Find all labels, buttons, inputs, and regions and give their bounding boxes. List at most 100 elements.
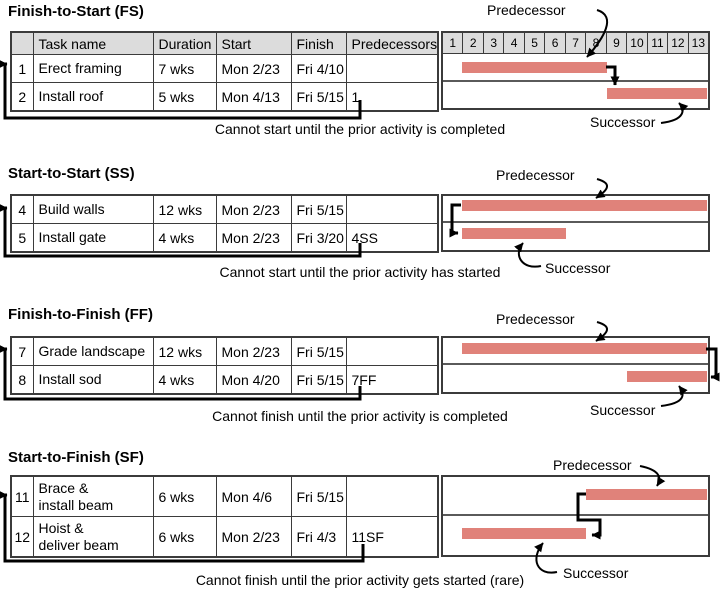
gantt-row	[443, 223, 708, 250]
task-cell: Install roof	[32, 82, 154, 112]
gantt-row	[443, 338, 708, 365]
start-cell: Mon 2/23	[215, 516, 292, 558]
table-row: 8 Install sod 4 wks Mon 4/20 Fri 5/15 7F…	[10, 365, 439, 395]
section-caption-ff: Cannot finish until the prior activity i…	[212, 408, 508, 424]
predecessor-label: Predecessor	[496, 311, 575, 327]
ff-gantt-area	[441, 336, 710, 394]
gantt-row	[443, 477, 708, 516]
predecessor-bar	[462, 200, 707, 211]
sf-gantt-area	[441, 475, 710, 557]
col-header-duration: Duration	[152, 31, 217, 55]
task-cell: Brace & install beam	[32, 475, 154, 517]
duration-cell: 7 wks	[152, 54, 217, 83]
table-row: 2 Install roof 5 wks Mon 4/13 Fri 5/15 1	[10, 82, 439, 112]
week-header-cell: 4	[504, 33, 525, 53]
week-header-cell: 11	[647, 33, 669, 53]
table-row: 5 Install gate 4 wks Mon 2/23 Fri 3/20 4…	[10, 223, 439, 253]
task-cell: Install gate	[32, 223, 154, 253]
section-title-ff: Finish-to-Finish (FF)	[8, 306, 153, 323]
successor-bar	[462, 228, 566, 239]
predecessor-label: Predecessor	[496, 167, 575, 183]
fs-gantt-area: 1 2 3 4 5 6 7 8 9 10 11 12 13	[441, 31, 710, 110]
id-cell: 5	[10, 223, 34, 253]
predecessors-cell: 7FF	[345, 365, 439, 395]
start-cell: Mon 4/6	[215, 475, 292, 517]
finish-cell: Fri 5/15	[290, 475, 347, 517]
week-header-cell: 9	[606, 33, 628, 53]
duration-cell: 6 wks	[152, 516, 217, 558]
task-cell: Build walls	[32, 194, 154, 224]
successor-bar	[607, 88, 707, 99]
id-cell: 4	[10, 194, 34, 224]
table-row: 12 Hoist & deliver beam 6 wks Mon 2/23 F…	[10, 516, 439, 558]
section-title-ss: Start-to-Start (SS)	[8, 165, 135, 182]
gantt-row	[443, 516, 708, 555]
table-row: 7 Grade landscape 12 wks Mon 2/23 Fri 5/…	[10, 336, 439, 366]
start-cell: Mon 2/23	[215, 54, 292, 83]
section-caption-fs: Cannot start until the prior activity is…	[214, 121, 506, 137]
duration-cell: 5 wks	[152, 82, 217, 112]
gantt-row	[443, 196, 708, 223]
predecessor-bar	[462, 62, 607, 73]
section-title-sf: Start-to-Finish (SF)	[8, 449, 144, 466]
predecessors-cell: 4SS	[345, 223, 439, 253]
successor-label: Successor	[590, 114, 656, 130]
id-cell: 2	[10, 82, 34, 112]
task-cell: Erect framing	[32, 54, 154, 83]
table-row: 1 Erect framing 7 wks Mon 2/23 Fri 4/10	[10, 54, 439, 83]
col-header-finish: Finish	[290, 31, 347, 55]
finish-cell: Fri 5/15	[290, 82, 347, 112]
id-cell: 11	[10, 475, 34, 517]
week-header-cell: 1	[443, 33, 464, 53]
finish-cell: Fri 4/3	[290, 516, 347, 558]
task-cell: Hoist & deliver beam	[32, 516, 154, 558]
ff-task-table: 7 Grade landscape 12 wks Mon 2/23 Fri 5/…	[10, 336, 439, 395]
gantt-row	[443, 82, 708, 108]
successor-bar	[462, 528, 586, 539]
start-cell: Mon 2/23	[215, 194, 292, 224]
week-header-cell: 10	[627, 33, 648, 53]
duration-cell: 4 wks	[152, 223, 217, 253]
section-title-fs: Finish-to-Start (FS)	[8, 3, 144, 20]
col-header-start: Start	[215, 31, 292, 55]
duration-cell: 4 wks	[152, 365, 217, 395]
start-cell: Mon 4/20	[215, 365, 292, 395]
week-header-cell: 2	[463, 33, 484, 53]
predecessor-bar	[462, 343, 707, 354]
duration-cell: 12 wks	[152, 194, 217, 224]
duration-cell: 12 wks	[152, 336, 217, 366]
predecessors-cell	[345, 475, 439, 517]
sf-task-table: 11 Brace & install beam 6 wks Mon 4/6 Fr…	[10, 475, 439, 558]
col-header-task: Task name	[32, 31, 154, 55]
gantt-row	[443, 365, 708, 392]
predecessor-label: Predecessor	[553, 457, 632, 473]
col-header-id	[10, 31, 34, 55]
id-cell: 8	[10, 365, 34, 395]
predecessors-cell	[345, 194, 439, 224]
finish-cell: Fri 5/15	[290, 194, 347, 224]
start-cell: Mon 2/23	[215, 223, 292, 253]
ss-gantt-area	[441, 194, 710, 252]
finish-cell: Fri 3/20	[290, 223, 347, 253]
week-header-row: 1 2 3 4 5 6 7 8 9 10 11 12 13	[443, 33, 709, 54]
fs-task-table: Task name Duration Start Finish Predeces…	[10, 31, 439, 112]
week-header-cell: 12	[668, 33, 689, 53]
successor-bar	[627, 371, 707, 382]
week-header-cell: 3	[483, 33, 505, 53]
week-header-cell: 7	[565, 33, 587, 53]
predecessors-cell	[345, 336, 439, 366]
task-cell: Grade landscape	[32, 336, 154, 366]
start-cell: Mon 2/23	[215, 336, 292, 366]
duration-cell: 6 wks	[152, 475, 217, 517]
predecessor-bar	[586, 489, 707, 500]
predecessors-cell: 11SF	[345, 516, 439, 558]
table-header-row: Task name Duration Start Finish Predeces…	[10, 31, 439, 55]
task-cell: Install sod	[32, 365, 154, 395]
section-caption-ss: Cannot start until the prior activity ha…	[219, 264, 501, 280]
finish-cell: Fri 5/15	[290, 365, 347, 395]
predecessors-cell	[345, 54, 439, 83]
gantt-row	[443, 54, 708, 82]
finish-cell: Fri 5/15	[290, 336, 347, 366]
week-header-cell: 13	[688, 33, 709, 53]
week-header-cell: 5	[524, 33, 546, 53]
